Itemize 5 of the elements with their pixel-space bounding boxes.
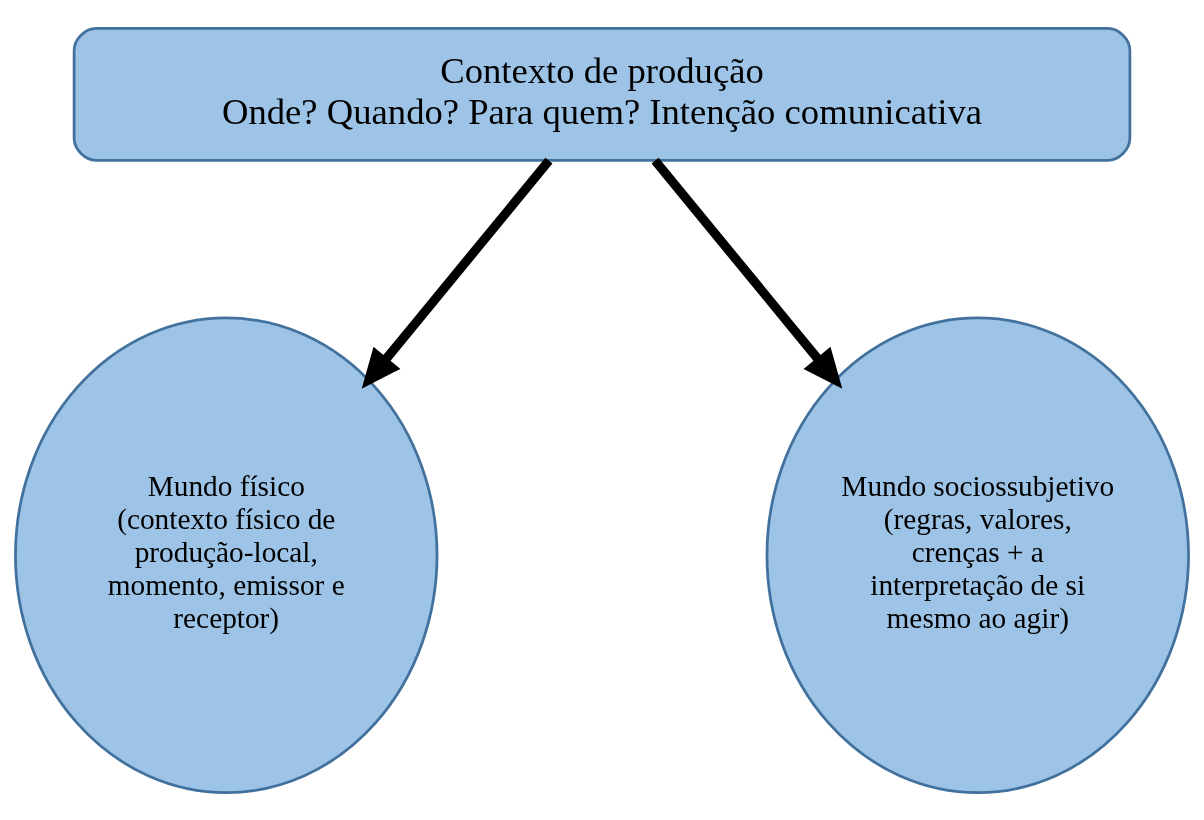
arrow bbox=[361, 157, 553, 389]
node-ellipse: Mundo sociossubjetivo (regras, valores, crenças + a interpretação de si mesmo ao agir) bbox=[765, 316, 1190, 794]
node-box: Contexto de produção Onde? Quando? Para quem? Intenção comunicativa bbox=[72, 26, 1132, 162]
node-ellipse: Mundo físico (contexto físico de produção-local, momento, emissor e receptor) bbox=[14, 316, 439, 794]
arrow bbox=[651, 157, 843, 389]
